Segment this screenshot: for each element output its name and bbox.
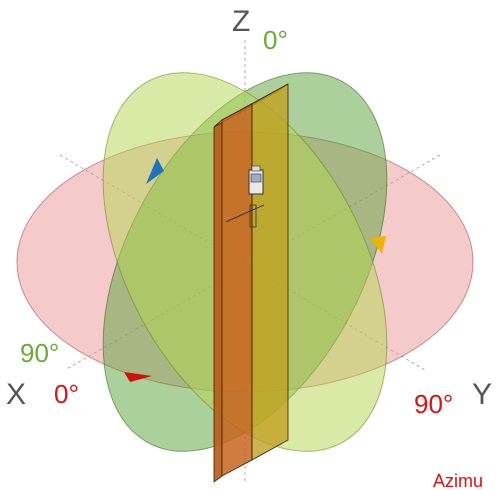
x-zero-angle-label: 0° bbox=[54, 379, 79, 409]
red-direction-arrow bbox=[124, 372, 152, 382]
z-axis-label: Z bbox=[232, 5, 250, 38]
x-ninety-angle-label: 90° bbox=[20, 338, 59, 368]
z-zero-angle-label: 0° bbox=[263, 25, 288, 55]
antenna-board bbox=[213, 83, 289, 483]
board-side bbox=[213, 119, 223, 483]
azimuth-legend-label: Azimu bbox=[433, 471, 483, 490]
board-front-right bbox=[251, 83, 289, 461]
x-axis-label: X bbox=[6, 378, 26, 411]
antenna-connector bbox=[248, 165, 264, 228]
y-ninety-angle-label: 90° bbox=[414, 389, 453, 419]
y-axis-label: Y bbox=[472, 378, 492, 411]
board-trace bbox=[225, 204, 265, 223]
yellow-direction-arrow bbox=[370, 236, 386, 254]
board-front-left bbox=[221, 103, 253, 477]
blue-direction-arrow bbox=[146, 158, 164, 184]
